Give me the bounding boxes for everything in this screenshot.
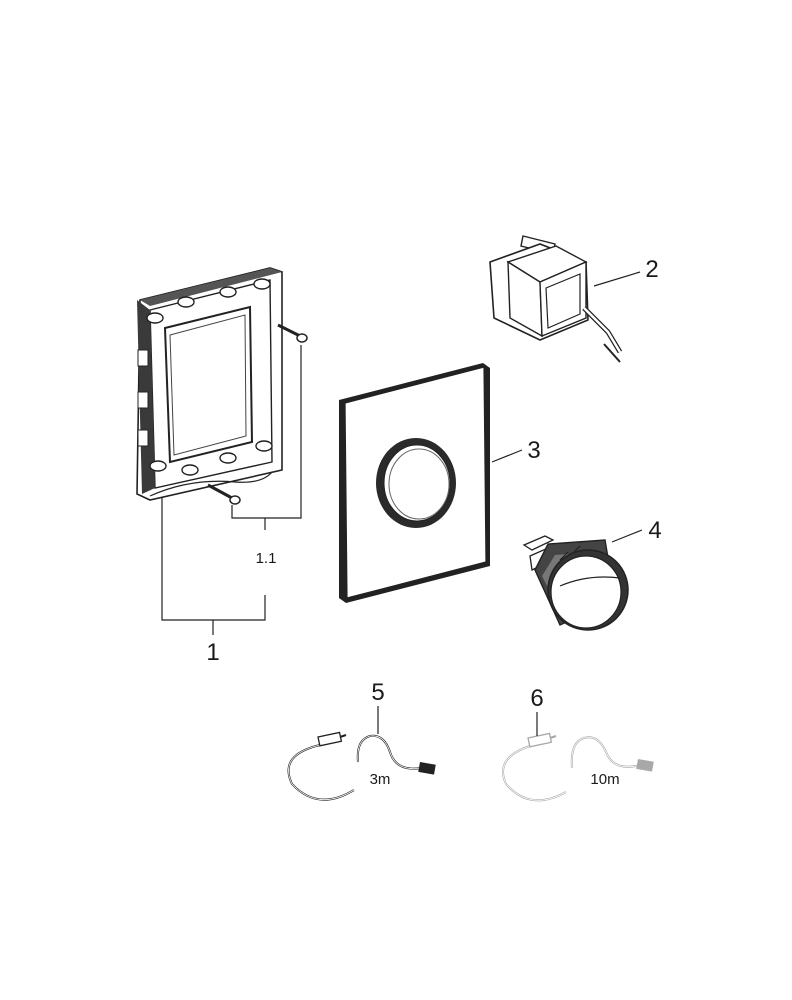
power-supply-icon (489, 235, 623, 363)
cable-icon (287, 731, 436, 801)
mounting-frame-icon (136, 267, 283, 501)
callout-leader-3 (491, 449, 523, 463)
callout-1-1: 1.1 (256, 550, 277, 567)
screw-icon (207, 323, 308, 505)
callout-leader-2 (593, 271, 641, 287)
push-button-icon (522, 535, 629, 631)
callout-4: 4 (648, 517, 661, 544)
callout-leaders-1 (161, 345, 302, 635)
cover-plate-icon (339, 363, 490, 603)
cable-length-long: 10m (590, 771, 619, 788)
cable-icon (502, 732, 654, 802)
callout-leader-4 (611, 529, 643, 543)
callout-3: 3 (527, 437, 540, 464)
callout-6: 6 (530, 685, 543, 712)
callout-1: 1 (206, 639, 219, 666)
cable-length-short: 3m (370, 771, 391, 788)
callout-2: 2 (645, 256, 658, 283)
callout-5: 5 (371, 679, 384, 706)
